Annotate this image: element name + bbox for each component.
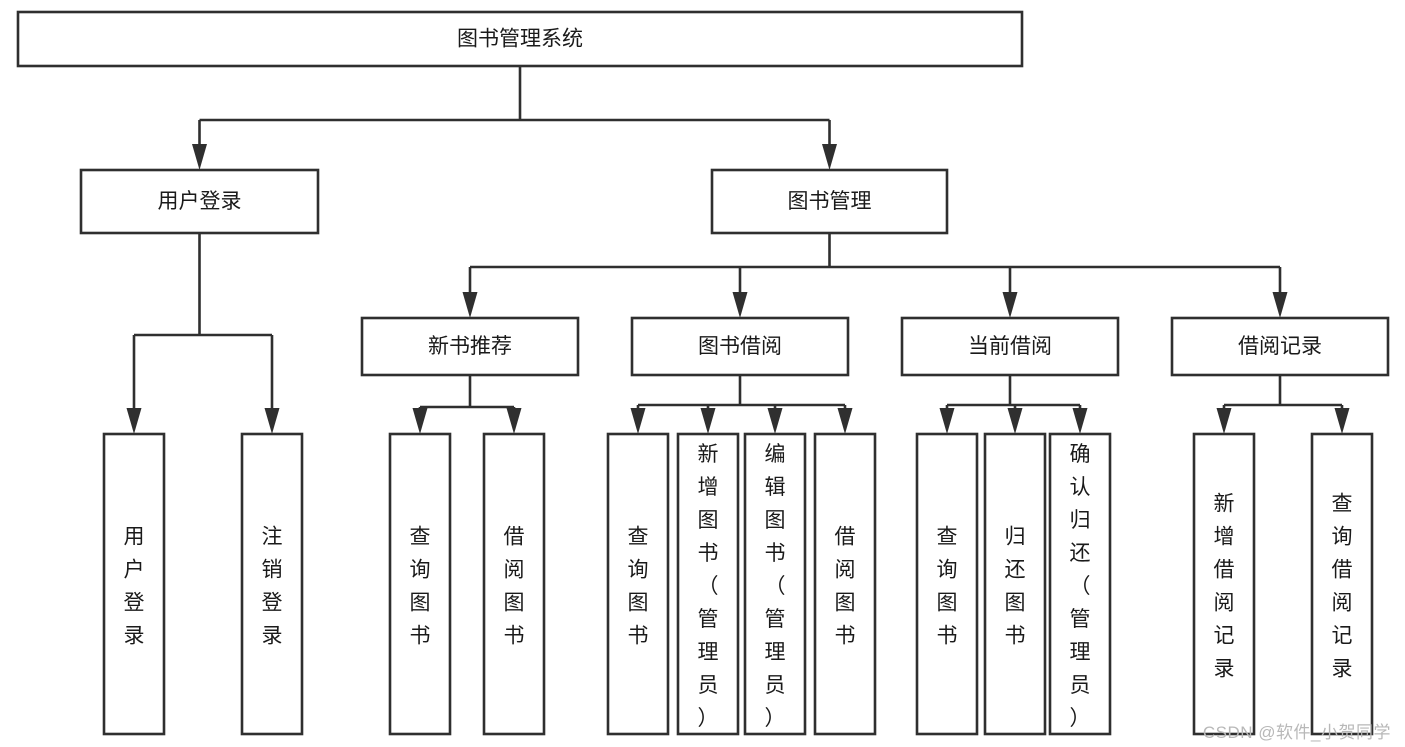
node-label: 查询图书 bbox=[410, 526, 431, 648]
node-label: 借阅图书 bbox=[835, 526, 856, 648]
node-lf-6[interactable]: 新增图书（管理员） bbox=[676, 432, 740, 736]
node-box[interactable] bbox=[79, 168, 320, 235]
node-box[interactable] bbox=[102, 432, 166, 736]
node-lf-8[interactable]: 借阅图书 bbox=[813, 432, 877, 736]
arrow-head-icon bbox=[700, 408, 716, 434]
node-label: 新增借阅记录 bbox=[1214, 493, 1235, 681]
node-lf-2[interactable]: 注销登录 bbox=[240, 432, 304, 736]
arrow-head-icon bbox=[264, 408, 280, 434]
node-box[interactable] bbox=[813, 432, 877, 736]
node-box[interactable] bbox=[1170, 316, 1390, 377]
node-l3-3[interactable]: 当前借阅 bbox=[900, 316, 1120, 377]
node-l2-2[interactable]: 图书管理 bbox=[710, 168, 949, 235]
node-label: 注销登录 bbox=[262, 526, 283, 648]
node-lf-1[interactable]: 用户登录 bbox=[102, 432, 166, 736]
node-label: 归还图书 bbox=[1005, 526, 1026, 648]
arrow-head-icon bbox=[462, 292, 478, 318]
connector-group bbox=[462, 233, 1288, 318]
arrow-head-icon bbox=[126, 408, 142, 434]
arrow-head-icon bbox=[1007, 408, 1023, 434]
connector-group bbox=[939, 375, 1088, 434]
arrow-head-icon bbox=[1272, 292, 1288, 318]
arrow-head-icon bbox=[837, 408, 853, 434]
node-box[interactable] bbox=[983, 432, 1047, 736]
node-label: 图书管理系统 bbox=[457, 28, 583, 51]
connector-group bbox=[1216, 375, 1350, 434]
node-label: 确认归还（管理员） bbox=[1070, 443, 1091, 730]
node-lf-3[interactable]: 查询图书 bbox=[388, 432, 452, 736]
node-l3-2[interactable]: 图书借阅 bbox=[630, 316, 850, 377]
node-box[interactable] bbox=[676, 432, 740, 736]
node-label: 当前借阅 bbox=[968, 335, 1052, 358]
node-box[interactable] bbox=[388, 432, 452, 736]
node-l3-4[interactable]: 借阅记录 bbox=[1170, 316, 1390, 377]
node-lf-13[interactable]: 查询借阅记录 bbox=[1310, 432, 1374, 736]
arrow-head-icon bbox=[767, 408, 783, 434]
node-l2-1[interactable]: 用户登录 bbox=[79, 168, 320, 235]
node-label: 编辑图书（管理员） bbox=[765, 443, 786, 730]
node-label: 查询图书 bbox=[628, 526, 649, 648]
node-l3-1[interactable]: 新书推荐 bbox=[360, 316, 580, 377]
connectors-layer bbox=[126, 66, 1350, 434]
node-box[interactable] bbox=[1192, 432, 1256, 736]
node-root[interactable]: 图书管理系统 bbox=[16, 10, 1024, 68]
node-label: 用户登录 bbox=[124, 526, 145, 648]
arrow-head-icon bbox=[192, 144, 207, 170]
node-box[interactable] bbox=[240, 432, 304, 736]
node-box[interactable] bbox=[915, 432, 979, 736]
arrow-head-icon bbox=[412, 408, 428, 434]
node-label: 用户登录 bbox=[158, 190, 242, 213]
arrow-head-icon bbox=[1334, 408, 1350, 434]
node-box[interactable] bbox=[743, 432, 807, 736]
arrow-head-icon bbox=[822, 144, 837, 170]
node-lf-5[interactable]: 查询图书 bbox=[606, 432, 670, 736]
arrow-head-icon bbox=[1216, 408, 1232, 434]
node-box[interactable] bbox=[1310, 432, 1374, 736]
node-label: 图书借阅 bbox=[698, 335, 782, 358]
node-box[interactable] bbox=[606, 432, 670, 736]
arrow-head-icon bbox=[506, 408, 522, 434]
node-box[interactable] bbox=[710, 168, 949, 235]
arrow-head-icon bbox=[630, 408, 646, 434]
arrow-head-icon bbox=[1072, 408, 1088, 434]
node-box[interactable] bbox=[482, 432, 546, 736]
node-label: 图书管理 bbox=[788, 190, 872, 213]
connector-group bbox=[630, 375, 853, 434]
node-lf-4[interactable]: 借阅图书 bbox=[482, 432, 546, 736]
node-lf-10[interactable]: 归还图书 bbox=[983, 432, 1047, 736]
node-lf-9[interactable]: 查询图书 bbox=[915, 432, 979, 736]
node-lf-12[interactable]: 新增借阅记录 bbox=[1192, 432, 1256, 736]
arrow-head-icon bbox=[1002, 292, 1018, 318]
node-box[interactable] bbox=[900, 316, 1120, 377]
node-box[interactable] bbox=[1048, 432, 1112, 736]
node-box[interactable] bbox=[16, 10, 1024, 68]
node-label: 查询图书 bbox=[937, 526, 958, 648]
node-label: 借阅图书 bbox=[504, 526, 525, 648]
arrow-head-icon bbox=[732, 292, 748, 318]
node-label: 借阅记录 bbox=[1238, 335, 1322, 358]
node-label: 新书推荐 bbox=[428, 335, 512, 358]
node-lf-7[interactable]: 编辑图书（管理员） bbox=[743, 432, 807, 736]
node-label: 查询借阅记录 bbox=[1332, 493, 1353, 681]
node-lf-11[interactable]: 确认归还（管理员） bbox=[1048, 432, 1112, 736]
nodes-layer: 图书管理系统用户登录图书管理新书推荐图书借阅当前借阅借阅记录用户登录注销登录查询… bbox=[16, 10, 1390, 736]
arrow-head-icon bbox=[939, 408, 955, 434]
connector-group bbox=[412, 375, 522, 434]
connector-group bbox=[192, 66, 837, 170]
node-box[interactable] bbox=[630, 316, 850, 377]
connector-group bbox=[126, 233, 280, 434]
node-box[interactable] bbox=[360, 316, 580, 377]
node-label: 新增图书（管理员） bbox=[698, 443, 719, 730]
